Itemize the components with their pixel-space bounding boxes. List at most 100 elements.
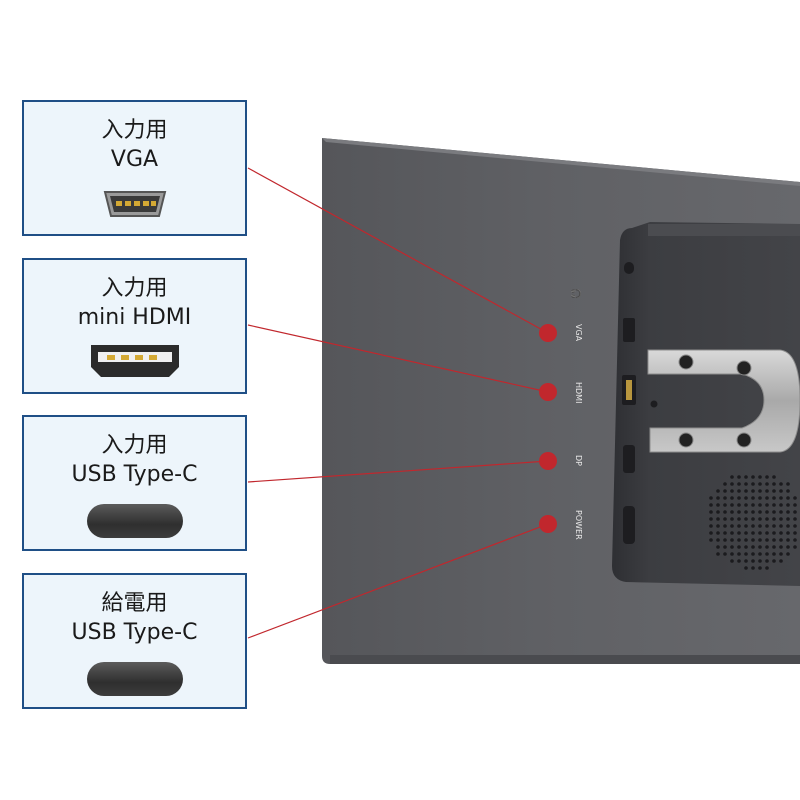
speaker-hole (765, 545, 769, 549)
speaker-hole (772, 552, 776, 556)
leader-line-vga (247, 167, 549, 334)
marker-dot-dp (539, 452, 557, 470)
speaker-hole (730, 510, 734, 514)
vga-port-icon (103, 191, 166, 217)
speaker-hole (709, 531, 713, 535)
speaker-hole (709, 524, 713, 528)
speaker-hole (765, 482, 769, 486)
speaker-hole (723, 496, 727, 500)
speaker-hole (786, 538, 790, 542)
speaker-grille (709, 475, 797, 570)
speaker-hole (730, 545, 734, 549)
speaker-hole (730, 475, 734, 479)
speaker-hole (758, 489, 762, 493)
speaker-hole (765, 531, 769, 535)
speaker-hole (786, 517, 790, 521)
mini-hdmi-port-icon (90, 345, 179, 377)
speaker-hole (758, 559, 762, 563)
speaker-hole (744, 475, 748, 479)
speaker-hole (716, 545, 720, 549)
speaker-hole (758, 531, 762, 535)
speaker-hole (786, 545, 790, 549)
speaker-hole (758, 475, 762, 479)
speaker-hole (737, 545, 741, 549)
speaker-hole (709, 517, 713, 521)
speaker-hole (765, 503, 769, 507)
speaker-hole (716, 510, 720, 514)
callout-purpose: 入力用 (101, 118, 168, 143)
speaker-hole (744, 496, 748, 500)
speaker-hole (779, 489, 783, 493)
speaker-hole (709, 503, 713, 507)
speaker-hole (716, 524, 720, 528)
speaker-hole (723, 552, 727, 556)
speaker-hole (772, 475, 776, 479)
speaker-hole (723, 489, 727, 493)
speaker-hole (716, 531, 720, 535)
leader-line-power (247, 523, 549, 639)
speaker-hole (723, 524, 727, 528)
callout-purpose: 給電用 (101, 591, 168, 616)
speaker-hole (737, 517, 741, 521)
speaker-hole (744, 510, 748, 514)
speaker-hole (772, 559, 776, 563)
speaker-hole (758, 545, 762, 549)
speaker-hole (744, 566, 748, 570)
speaker-hole (779, 496, 783, 500)
speaker-hole (765, 510, 769, 514)
speaker-hole (716, 489, 720, 493)
speaker-hole (793, 524, 797, 528)
speaker-hole (793, 531, 797, 535)
speaker-hole (786, 531, 790, 535)
speaker-hole (730, 524, 734, 528)
speaker-hole (779, 517, 783, 521)
hdmi-port-gold (626, 380, 632, 400)
speaker-hole (772, 524, 776, 528)
rear-module (612, 222, 800, 586)
speaker-hole (779, 524, 783, 528)
speaker-hole (779, 503, 783, 507)
stand-bracket (647, 349, 800, 453)
speaker-hole (751, 503, 755, 507)
power-port (623, 506, 635, 544)
speaker-hole (765, 489, 769, 493)
speaker-hole (765, 559, 769, 563)
callout-vga-input: 入力用 VGA (22, 100, 247, 236)
marker-dot-vga (539, 324, 557, 342)
speaker-hole (737, 503, 741, 507)
speaker-hole (758, 503, 762, 507)
speaker-hole (786, 552, 790, 556)
speaker-hole (744, 489, 748, 493)
speaker-hole (758, 566, 762, 570)
label-vga: VGA (574, 324, 583, 342)
speaker-hole (779, 531, 783, 535)
usb-c-port-icon (86, 504, 183, 538)
speaker-hole (793, 503, 797, 507)
headphone-jack (624, 262, 634, 274)
marker-dot-hdmi (539, 383, 557, 401)
speaker-hole (751, 475, 755, 479)
speaker-hole (793, 510, 797, 514)
speaker-hole (772, 503, 776, 507)
speaker-hole (772, 545, 776, 549)
speaker-hole (709, 538, 713, 542)
monitor-bottom-edge (330, 655, 800, 664)
speaker-hole (758, 552, 762, 556)
speaker-hole (737, 524, 741, 528)
speaker-hole (751, 524, 755, 528)
callout-port-name: USB Type-C (71, 462, 198, 487)
speaker-hole (744, 559, 748, 563)
speaker-hole (765, 566, 769, 570)
speaker-hole (751, 559, 755, 563)
speaker-hole (779, 510, 783, 514)
speaker-hole (730, 531, 734, 535)
speaker-hole (744, 503, 748, 507)
speaker-hole (716, 496, 720, 500)
rear-module-top (648, 224, 800, 236)
leader-line-hdmi (247, 324, 549, 393)
speaker-hole (737, 531, 741, 535)
speaker-hole (751, 517, 755, 521)
speaker-hole (737, 559, 741, 563)
speaker-hole (730, 503, 734, 507)
